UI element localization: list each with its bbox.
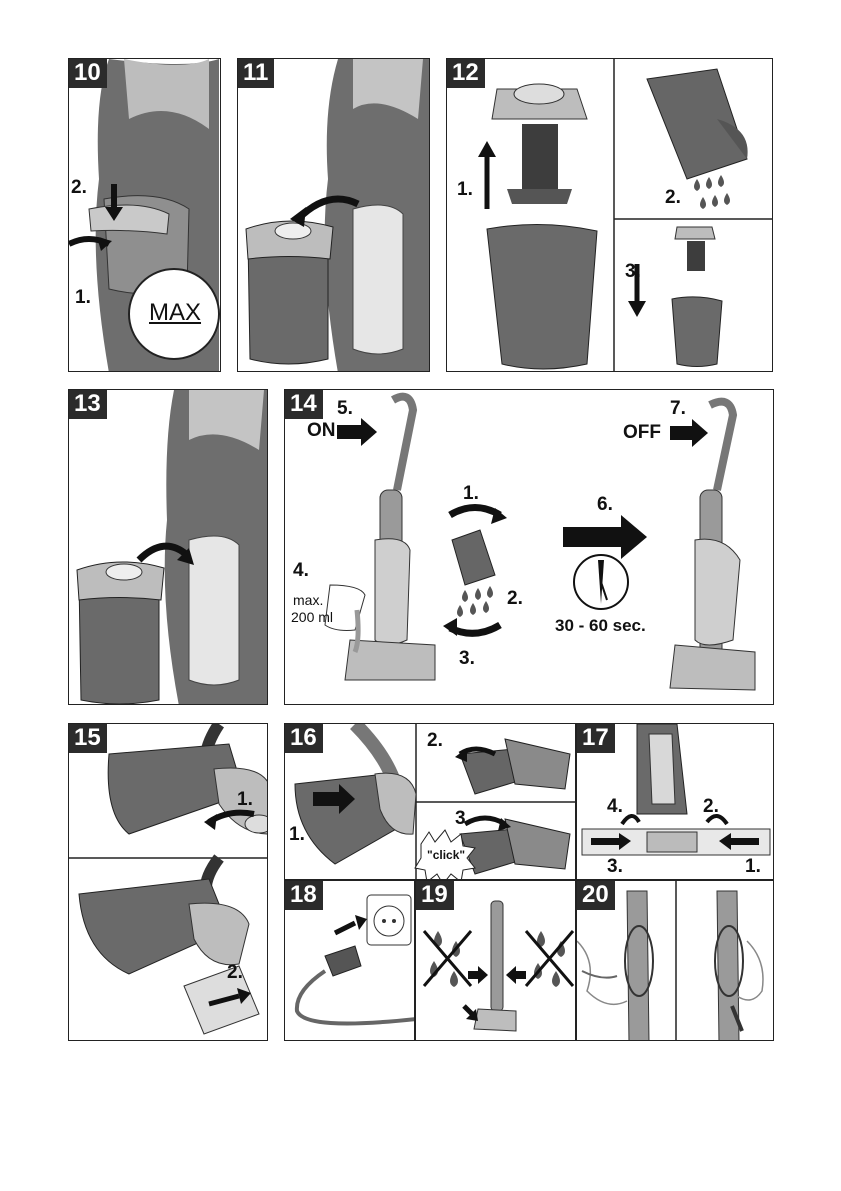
step-number: 19 (416, 881, 454, 910)
tank-insert-illustration (69, 390, 268, 705)
step-label: 2. (427, 730, 443, 752)
panel-10: 10 2. 1. MAX (68, 58, 221, 372)
self-cleaning-illustration (285, 390, 774, 705)
step-number: 12 (447, 59, 485, 88)
step-number: 10 (69, 59, 107, 88)
tank-removed-illustration (238, 59, 430, 372)
step-label: 3. (459, 648, 475, 670)
tank-emptying-illustration (447, 59, 773, 372)
step-label: 1. (75, 287, 91, 309)
step-label: 3. (607, 856, 623, 878)
step-label: 4. (607, 796, 623, 818)
step-label: 2. (665, 187, 681, 209)
step-number: 17 (577, 724, 615, 753)
step-label: 5. (337, 398, 353, 420)
step-number: 13 (69, 390, 107, 419)
power-off-label: OFF (623, 422, 661, 444)
panel-19: 19 (415, 880, 576, 1041)
step-label: 3. (455, 808, 471, 830)
panel-14: 14 5. ON 7. OFF 1. 6. 2. 3. 4. max. 200 … (284, 389, 774, 705)
max-marking-label: MAX (149, 299, 201, 327)
panel-16: 16 1. 2. 3. "click" (284, 723, 576, 880)
step-number: 15 (69, 724, 107, 753)
panel-15: 15 1. 2. (68, 723, 268, 1041)
max-volume-label: 200 ml (291, 609, 333, 625)
step-number: 18 (285, 881, 323, 910)
step-label: 1. (289, 824, 305, 846)
step-label: 2. (71, 177, 87, 199)
step-label: 1. (457, 179, 473, 201)
step-number: 14 (285, 390, 323, 419)
roller-removal-illustration (69, 724, 268, 1041)
step-label: 2. (227, 962, 243, 984)
panel-11: 11 (237, 58, 430, 372)
panel-20: 20 (576, 880, 774, 1041)
step-number: 11 (238, 59, 274, 88)
step-label: 2. (703, 796, 719, 818)
duration-label: 30 - 60 sec. (555, 616, 646, 636)
step-label: 1. (237, 789, 253, 811)
step-label: 1. (463, 483, 479, 505)
step-number: 20 (577, 881, 615, 910)
step-label: 7. (670, 398, 686, 420)
step-label: 3. (625, 261, 641, 283)
panel-12: 12 1. 2. 3. (446, 58, 773, 372)
panel-18: 18 (284, 880, 415, 1041)
step-number: 16 (285, 724, 323, 753)
step-label: 1. (745, 856, 761, 878)
power-on-label: ON (307, 420, 336, 442)
panel-17: 17 4. 2. 3. 1. (576, 723, 774, 880)
step-label: 6. (597, 494, 613, 516)
max-volume-label: max. (293, 592, 323, 608)
panel-13: 13 (68, 389, 268, 705)
click-sound-label: "click" (427, 848, 465, 862)
step-label: 2. (507, 588, 523, 610)
step-label: 4. (293, 560, 309, 582)
